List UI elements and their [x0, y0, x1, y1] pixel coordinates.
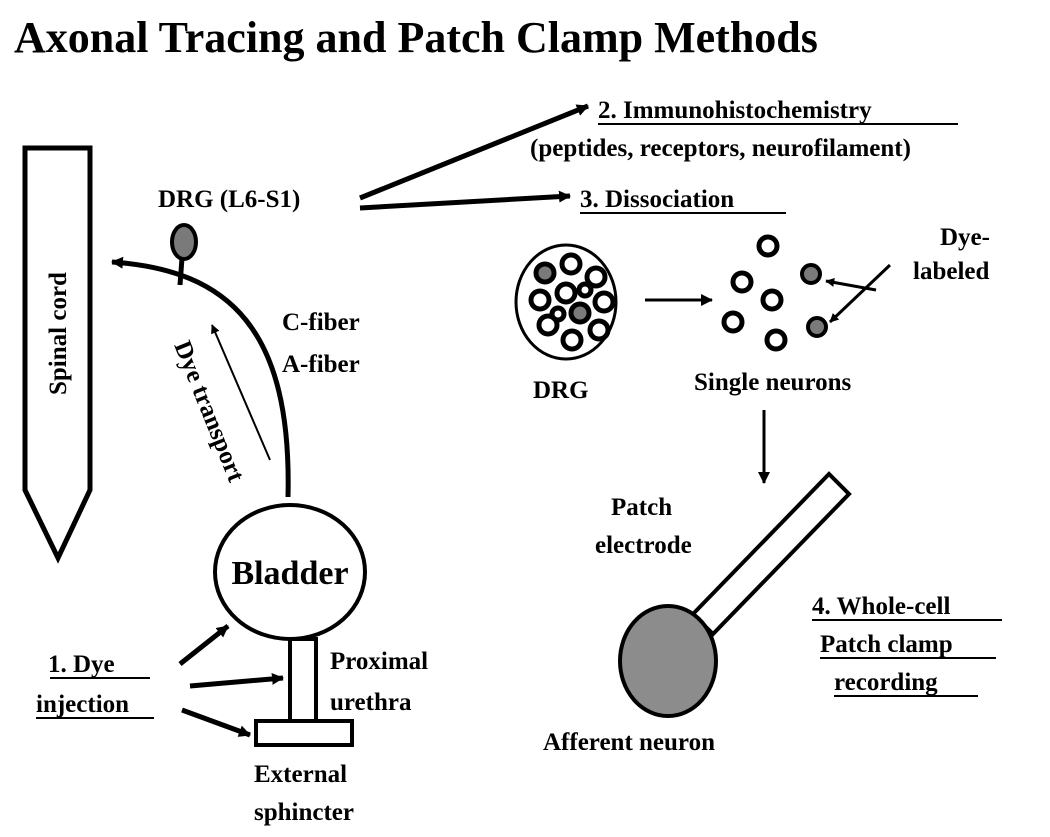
afferent-fiber-path — [111, 256, 291, 498]
drg-stalk — [177, 257, 185, 286]
single-neuron — [721, 310, 745, 334]
dye-labeled-pointer-2 — [828, 263, 892, 324]
labeled-neuron — [800, 263, 822, 285]
arrow-to-dissociation — [359, 190, 571, 211]
single-neuron — [764, 328, 788, 352]
arrow-to-immunohistochemistry — [359, 103, 589, 201]
drg-level-label: DRG (L6-S1) — [158, 186, 300, 213]
diagram-title: Axonal Tracing and Patch Clamp Methods — [14, 13, 818, 62]
urethra-shape — [288, 637, 318, 723]
drg-cluster-cell — [536, 313, 560, 337]
sphincter-label: sphincter — [254, 799, 354, 826]
labeled-neuron — [806, 316, 828, 338]
single-neuron — [756, 234, 780, 258]
single-neuron — [730, 270, 754, 294]
drg-cluster-cell — [554, 281, 578, 305]
injection-arrow-bladder — [178, 624, 230, 666]
injection-arrow-urethra — [189, 672, 284, 689]
proximal-label: Proximal — [330, 648, 428, 675]
drg-label: DRG — [533, 377, 589, 404]
step1-label-line2: injection — [36, 691, 129, 718]
drg-cluster-cell — [576, 281, 594, 299]
external-label: External — [254, 761, 347, 788]
step1-label-line1: 1. Dye — [48, 651, 115, 678]
step2-title: 2. Immunohistochemistry — [598, 97, 872, 124]
a-fiber-label: A-fiber — [282, 351, 360, 378]
drg-cluster-labeled-cell — [568, 301, 592, 325]
dye-labeled-line2: labeled — [913, 258, 989, 285]
drg-cluster — [514, 243, 618, 361]
drg-cluster-cell — [592, 290, 616, 314]
drg-cluster-cell — [559, 252, 583, 276]
urethra-label: urethra — [330, 689, 412, 716]
spinal-cord-label: Spinal cord — [45, 272, 72, 395]
afferent-neuron-label: Afferent neuron — [543, 729, 715, 756]
afferent-neuron-shape — [618, 604, 718, 718]
single-neurons — [721, 234, 788, 352]
injection-arrow-sphincter — [181, 707, 251, 738]
dye-labeled-line1: Dye- — [940, 224, 990, 251]
drg-cluster-cell — [584, 265, 608, 289]
dye-labeled-pointer-1 — [825, 278, 877, 292]
drg-cluster-cell — [528, 288, 552, 312]
drg-cluster-labeled-cell — [533, 261, 557, 285]
electrode-label: electrode — [595, 532, 692, 559]
step4-label-line2: Patch clamp — [820, 631, 953, 658]
bladder-label: Bladder — [231, 555, 348, 592]
dye-transport-arrow — [211, 324, 271, 461]
dye-transport-label: Dye transport — [168, 337, 249, 486]
drg-cluster-cell — [587, 318, 611, 342]
single-neurons-label: Single neurons — [694, 369, 851, 396]
spinal-cord-shape — [22, 145, 93, 564]
c-fiber-label: C-fiber — [282, 309, 360, 336]
step4-label-line3: recording — [834, 669, 938, 696]
drg-cell-body — [170, 223, 198, 261]
step2-detail: (peptides, receptors, neurofilament) — [530, 135, 911, 162]
step3-title: 3. Dissociation — [580, 186, 734, 213]
single-neuron — [760, 288, 784, 312]
patch-label: Patch — [611, 494, 672, 521]
drg-cluster-cell — [549, 305, 567, 323]
drg-cluster-cell — [560, 328, 584, 352]
step4-label-line1: 4. Whole-cell — [812, 593, 950, 620]
sphincter-shape — [254, 719, 354, 747]
